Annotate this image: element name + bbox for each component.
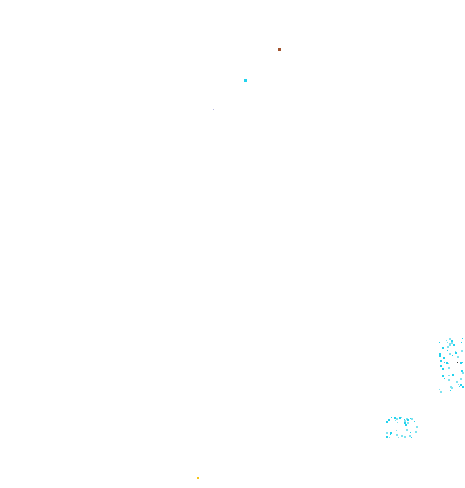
speckle-dot [448,375,449,376]
cyan-dot [244,79,247,82]
speckle-dot [447,346,449,348]
speckle-dot [460,362,462,364]
speckle-dot [396,418,398,420]
speckle-dot [461,370,463,372]
speckle-dot [449,353,451,355]
speckle-dot [453,344,455,346]
speckle-dot [404,420,406,422]
speckle-dot [409,435,411,437]
speckle-dot [414,421,415,422]
speckle-dot [447,350,448,351]
speckle-dot [411,418,413,420]
speckle-dot [396,434,398,436]
speckle-dot [416,426,418,428]
speckle-dot [462,370,463,371]
speckle-dot [401,417,402,418]
speckle-dot [455,351,456,352]
dark-dot [457,362,458,363]
speckle-dot [391,417,392,418]
speckle-dot [461,350,463,352]
speckle-dot [404,436,406,438]
speckle-dot [397,422,398,423]
speckle-dot [439,342,440,343]
speckle-dot [440,360,442,362]
speckle-dot [462,362,463,363]
speckle-dot [389,437,390,438]
speckle-dot [390,432,392,434]
speckle-dot [446,362,448,364]
speckle-dot [444,362,445,363]
yellow-dot [197,477,199,479]
speckle-dot [401,435,403,437]
speckle-dot [449,338,451,340]
speckle-dot [447,342,448,343]
speckle-dot [411,437,412,438]
speckle-dot [451,342,453,344]
speckle-dot [448,367,450,369]
speckle-dot [459,386,460,387]
speckle-dot [456,381,458,383]
speckle-dot [405,424,407,426]
speckle-dot [460,378,462,380]
speckle-dot [439,389,440,390]
speckle-dot [446,340,447,341]
speckle-dot [386,432,388,434]
speckle-dot [448,379,450,381]
speckle-dot [442,347,444,349]
speckle-dot [410,432,411,433]
speckle-dot [407,422,409,424]
speckle-dot [460,384,462,386]
speckle-dot [443,357,445,359]
speckle-dot [451,340,453,342]
speckle-dot [458,384,459,385]
speckle-dot [388,419,390,421]
speckle-dot [394,417,396,419]
speckle-dot [448,363,449,364]
speckle-dot [449,344,451,346]
speckle-dot [444,378,445,379]
speckle-dot [386,421,388,423]
speckle-dot [410,418,411,419]
speckle-dot [457,356,459,358]
speckle-dot [440,365,442,367]
speckle-dot [398,437,399,438]
speckle-dot [455,352,457,354]
speckle-dot [439,355,441,357]
speckle-dot [407,419,409,421]
speckle-dot [452,355,453,356]
speckle-dot [450,390,451,391]
speckle-dot [386,436,388,438]
speckle-dot [442,375,444,377]
speckle-dot [404,422,406,424]
speckle-dot [462,338,463,339]
speckle-dot [440,391,442,393]
speckle-dot [390,434,391,435]
speckle-dot [439,353,441,355]
speckle-dot [406,429,408,431]
speckle-dot [415,431,417,433]
speckle-dot [450,386,452,388]
speckle-dot [451,387,453,389]
speckle-dot [404,419,405,420]
lavender-dot [213,109,214,110]
speckle-dot [396,430,397,431]
speckle-dot [462,372,464,374]
speckle-dot [461,342,462,343]
speckle-dot [449,375,450,376]
speckle-dot [462,386,464,388]
brown-dot [278,48,281,51]
speckle-dot [395,420,396,421]
speckle-dot [399,417,401,419]
speckle-dot [442,368,444,370]
speckle-dot [452,374,454,376]
